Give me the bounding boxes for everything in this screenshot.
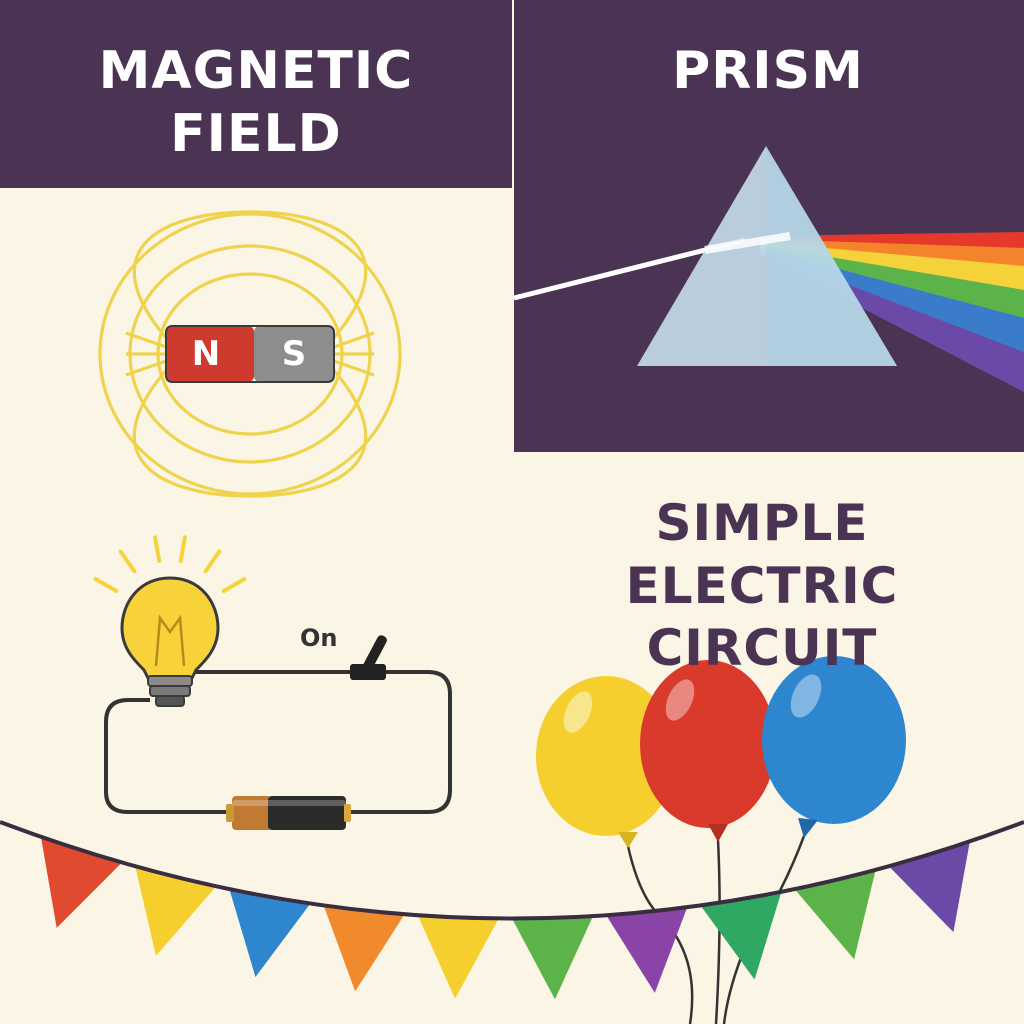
magnet-north-pole [166, 326, 254, 382]
bunting-flag [417, 915, 499, 999]
balloon-shine [563, 691, 593, 733]
red-balloon [640, 660, 776, 828]
bunting-flag [323, 905, 405, 992]
light-ray [221, 577, 247, 593]
field-line-loop [98, 212, 402, 496]
blue-balloon [762, 656, 906, 824]
magnetic-field-title-line-2: FIELD [170, 104, 342, 165]
bunting-flag [888, 841, 970, 933]
prism-title: PRISM [672, 41, 864, 101]
light-ray [203, 549, 222, 574]
field-line-tick [333, 359, 375, 377]
switch-toggle-icon[interactable] [362, 634, 389, 672]
south-pole-label: S [281, 334, 307, 374]
bunting-flag [40, 836, 122, 928]
light-ray [178, 535, 187, 563]
field-line-arc [132, 366, 368, 498]
bunting-string [0, 820, 1024, 921]
magnetic-field-title-line-1: MAGNETIC [98, 41, 414, 101]
light-bulb-icon [120, 576, 220, 707]
bunting-flag [794, 869, 876, 960]
circuit-wire [104, 670, 452, 814]
bunting-flag [606, 907, 688, 993]
light-ray [118, 549, 137, 574]
bunting-flag [135, 866, 217, 956]
bunting-flag [512, 916, 594, 1000]
bunting-flag [229, 889, 311, 978]
light-inside-prism [704, 232, 791, 254]
light-ray [93, 577, 119, 593]
magnetic-field-lines [98, 210, 402, 498]
balloon-knot [708, 824, 728, 842]
balloon-knot [798, 818, 818, 838]
circuit-title-line-2: ELECTRIC CIRCUIT [625, 556, 899, 678]
field-line-tick [125, 359, 167, 377]
magnetic-field-title: MAGNETIC FIELD [0, 40, 512, 167]
bunting-flags [40, 836, 970, 1000]
prism-illustration [513, 146, 1024, 392]
bunting-flag [700, 891, 782, 980]
balloon-shine [665, 679, 695, 721]
bar-magnet [165, 325, 335, 383]
balloon-string [714, 839, 721, 1024]
magnet-south-pole [254, 326, 334, 382]
magnetic-field-header-panel [0, 0, 512, 188]
north-pole-label: N [191, 334, 221, 374]
balloon-knot [618, 832, 638, 848]
field-line-tick [333, 331, 375, 349]
switch-base [350, 664, 386, 680]
prism-highlight [766, 146, 897, 366]
balloon-shine [790, 674, 822, 718]
battery-icon [226, 796, 351, 830]
spectrum-band [760, 232, 1024, 250]
balloons [536, 656, 906, 1024]
switch-on-label: On [300, 624, 338, 652]
bunting-banner [0, 820, 1024, 1000]
magnet-outline [165, 325, 335, 383]
bulb-light-rays [93, 535, 247, 593]
electric-circuit [93, 535, 452, 830]
field-line-tick [125, 331, 167, 349]
light-ray [153, 535, 162, 563]
circuit-title-line-1: SIMPLE [655, 494, 869, 552]
yellow-balloon [536, 676, 676, 836]
circuit-title: SIMPLE ELECTRIC CIRCUIT [512, 492, 1012, 680]
field-line-arc [132, 210, 368, 342]
